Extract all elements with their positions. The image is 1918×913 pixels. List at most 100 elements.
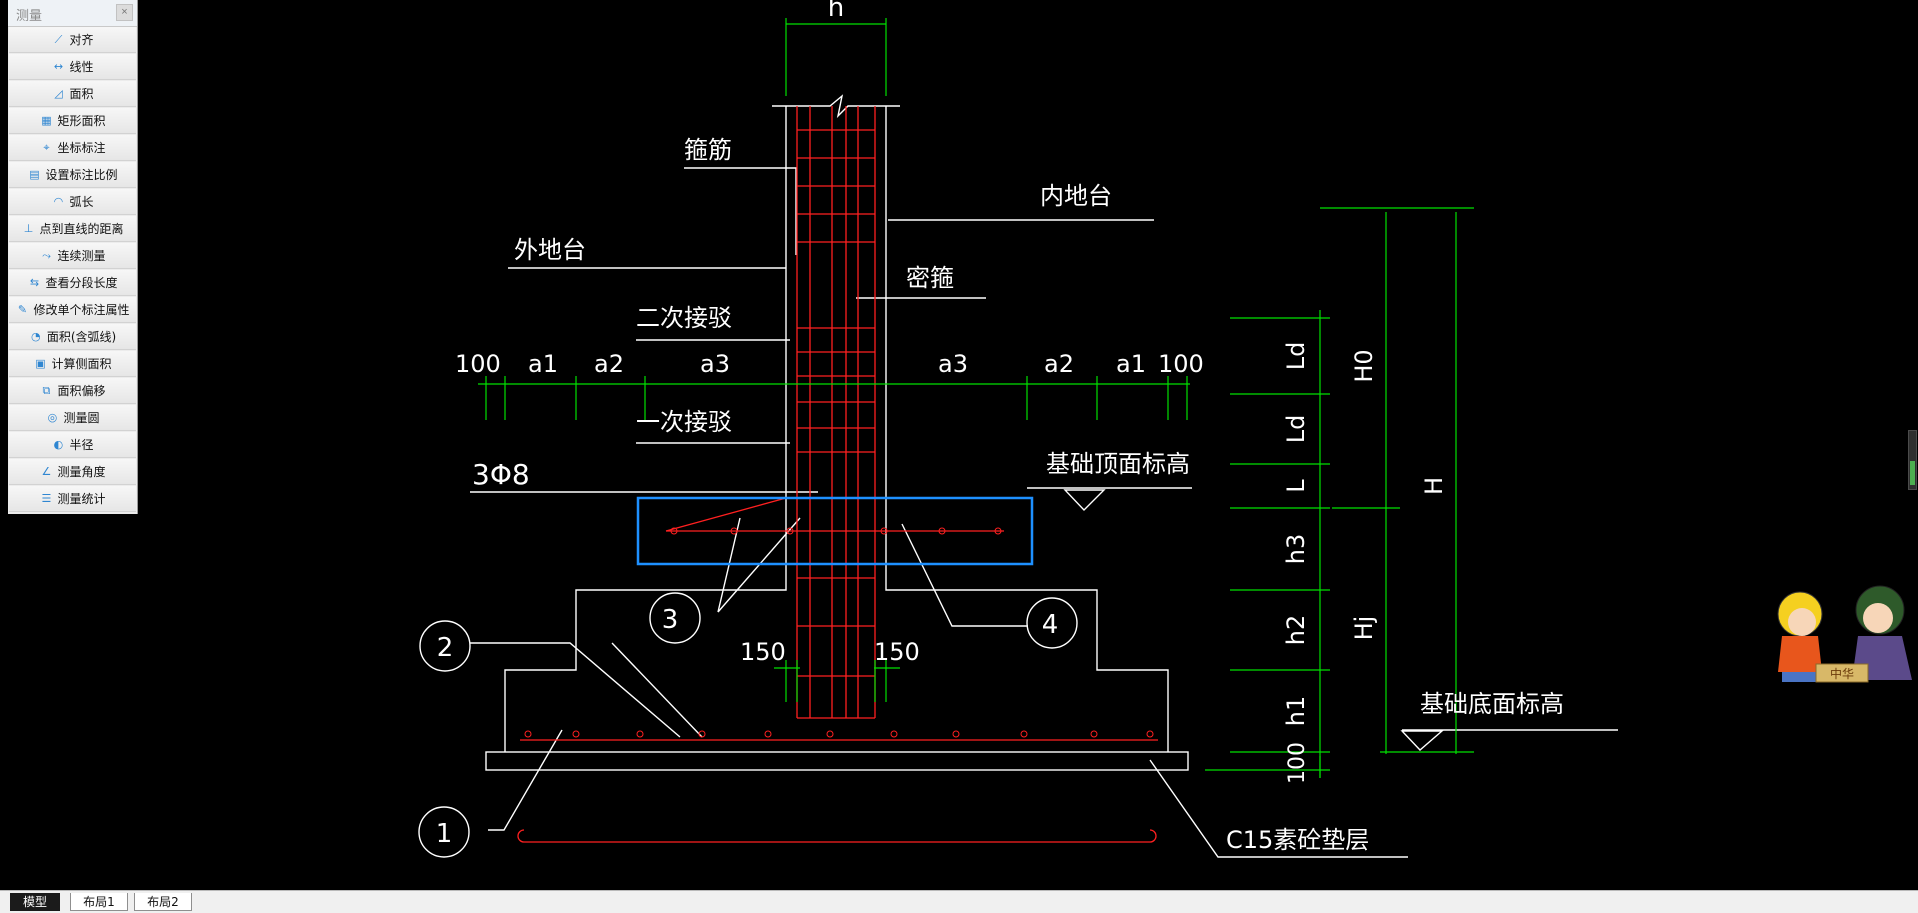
panel-item-label: 矩形面积 [57,114,106,128]
align-measure-icon: ⟋ [54,32,63,46]
dim-150-right: 150 [874,638,920,666]
panel-item-coordinate[interactable]: ⌖ 坐标标注 [9,135,136,161]
cad-drawing-canvas[interactable]: 1 2 3 4 [0,0,1918,890]
panel-item-label: 测量角度 [57,465,106,479]
vdim-h0: H0 [1350,349,1378,382]
side-area-icon: ▣ [35,357,46,370]
vdim-h: H [1420,477,1448,495]
rebar-spec-label: 3Φ8 [472,458,530,491]
arc-length-icon: ◠ [53,195,64,208]
vertical-dim-labels: Ld Ld L h3 h2 h1 100 H0 H Hj [1282,342,1448,784]
bottom-elevation-label: 基础底面标高 [1420,690,1564,718]
coordinate-icon: ⌖ [43,140,50,154]
selection-highlight[interactable] [636,496,1034,566]
dense-stirrup-label: 密箍 [906,264,954,292]
panel-item-arc-length[interactable]: ◠ 弧长 [9,189,136,215]
panel-item-label: 对齐 [69,33,94,47]
dim-150-left: 150 [740,638,786,666]
tab-layout-2[interactable]: 布局2 [134,893,192,911]
close-icon[interactable]: × [116,4,133,21]
vertical-scroll-indicator[interactable] [1908,430,1917,490]
panel-item-label: 半径 [69,438,94,452]
measure-panel: 测量 × ⟋ 对齐 ↔线性◿面积 ▦ 矩形面积 ⌖ 坐标标注 ▤ 设置标注比例 ◠ 弧长 ⊥点到直线的… [8,0,138,514]
mascot-sign: 中华 [1830,666,1854,681]
panel-item-label: 查看分段长度 [45,276,118,290]
panel-item-measure-angle[interactable]: ∠ 测量角度 [9,459,136,485]
callout-circles [418,592,1078,858]
dim-right-a2: a2 [1044,350,1074,378]
panel-item-continuous-measure[interactable]: ⤳ 连续测量 [9,243,136,269]
dim-left-a2: a2 [594,350,624,378]
measure-circle-icon: ◎ [47,411,58,424]
callout-3: 3 [662,605,679,635]
dim-left-a1: a1 [528,350,558,378]
callout-1: 1 [436,819,453,849]
panel-title: 测量 [16,9,43,24]
dim-right-a3: a3 [938,350,968,378]
panel-item-edit-dimension[interactable]: ✎修改单个标注属性 [9,297,136,323]
vdim-ld-mid: Ld [1282,415,1310,444]
tab-layout-1[interactable]: 布局1 [70,893,128,911]
measure-angle-icon: ∠ [41,465,52,478]
layout-tab-bar: 模型 布局1 布局2 [0,890,1918,913]
point-line-distance-icon: ⊥ [23,222,34,235]
scale-icon: ▤ [29,168,40,181]
panel-item-label: 测量统计 [57,492,106,506]
panel-item-rect-area[interactable]: ▦ 矩形面积 [9,108,136,134]
panel-item-label: 弧长 [69,195,94,209]
dimension-lines [478,18,1474,778]
callout-2: 2 [437,633,454,663]
panel-item-label: 设置标注比例 [45,168,118,182]
dim-right-100: 100 [1158,350,1204,378]
top-elevation-label: 基础顶面标高 [1046,450,1190,478]
panel-titlebar[interactable]: 测量 × [8,0,137,27]
rebar-lines [517,106,1158,843]
vdim-h2: h2 [1282,615,1310,645]
vdim-h1: h1 [1282,696,1310,726]
panel-item-label: 计算侧面积 [51,357,112,371]
panel-item-label: 连续测量 [57,249,106,263]
panel-item-radius[interactable]: ◐ 半径 [9,432,136,458]
panel-item-area-offset[interactable]: ⧉ 面积偏移 [9,378,136,404]
panel-item-measure-circle[interactable]: ◎ 测量圆 [9,405,136,431]
area-offset-icon: ⧉ [42,383,51,397]
panel-item-arc-area[interactable]: ◔ 面积(含弧线) [9,324,136,350]
structure-outline [470,94,1618,858]
mascot-illustration: 中华 [1777,585,1912,683]
col-width-label: h [828,0,844,23]
outer-platform-label: 外地台 [514,236,586,264]
scroll-thumb[interactable] [1910,461,1915,485]
panel-item-label: 面积(含弧线) [46,330,117,344]
continuous-measure-icon: ⤳ [42,248,51,262]
rect-area-icon: ▦ [41,114,52,127]
dim-right-a1: a1 [1116,350,1146,378]
panel-item-align-measure[interactable]: ⟋ 对齐 [9,27,136,53]
measure-stats-icon: ☰ [41,492,52,505]
segment-length-icon: ⇆ [29,276,40,289]
radius-icon: ◐ [53,438,64,451]
panel-item-scale[interactable]: ▤ 设置标注比例 [9,162,136,188]
stirrup-label: 箍筋 [684,136,732,164]
pad-layer-label: C15素砼垫层 [1226,826,1369,854]
panel-item-label: 面积偏移 [57,384,106,398]
panel-item-point-line-distance[interactable]: ⊥点到直线的距离 [9,216,136,242]
first-lap-label: 一次接驳 [636,408,732,436]
panel-item-side-area[interactable]: ▣ 计算侧面积 [9,351,136,377]
vdim-ld-top: Ld [1282,342,1310,371]
panel-item-label: 修改单个标注属性 [33,303,130,317]
vdim-hj: Hj [1350,616,1378,641]
tab-model[interactable]: 模型 [10,893,60,911]
arc-area-icon: ◔ [31,330,41,343]
vdim-l: L [1282,479,1310,493]
dim-left-100: 100 [455,350,501,378]
panel-item-measure-stats[interactable]: ☰ 测量统计 [9,486,136,512]
panel-item-label: 测量圆 [63,411,100,425]
linear-measure-icon: ↔ [53,60,64,73]
panel-item-label: 面积 [69,87,94,101]
panel-item-segment-length[interactable]: ⇆ 查看分段长度 [9,270,136,296]
panel-item-linear-measure[interactable]: ↔线性 [9,54,136,80]
panel-item-label: 坐标标注 [57,141,106,155]
panel-item-area[interactable]: ◿面积 [9,81,136,107]
vdim-100: 100 [1285,742,1310,784]
second-lap-label: 二次接驳 [636,304,732,332]
